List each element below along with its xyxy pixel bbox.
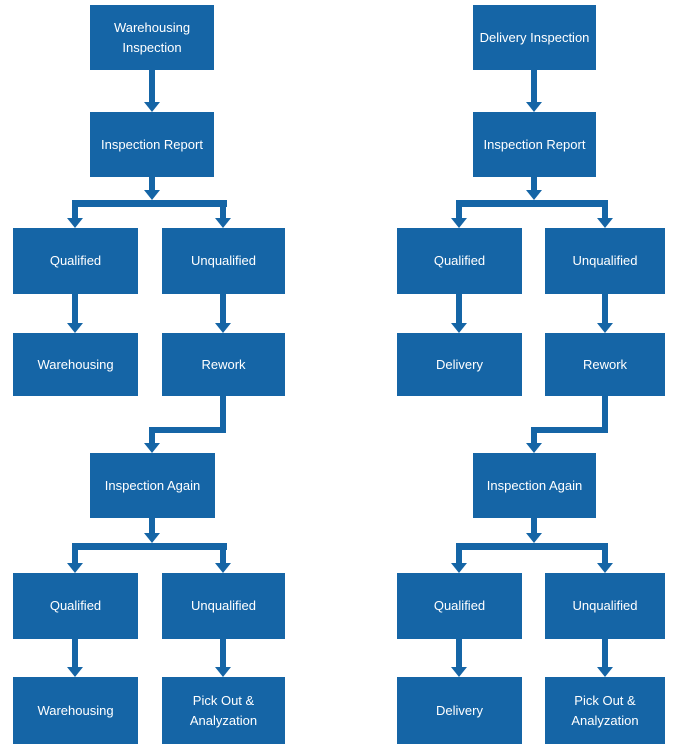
left-arrow-report-to-branch-head	[144, 190, 160, 200]
right-arrow-qualified1-head	[451, 323, 467, 333]
right-elbow-rework-vertical	[602, 396, 608, 433]
right-node-unqualified-2: Unqualified	[545, 573, 665, 639]
left-node-qualified-2: Qualified	[13, 573, 138, 639]
right-node-inspection-report: Inspection Report	[473, 112, 596, 177]
right-branch-drop-qualified-shaft	[456, 207, 462, 218]
left-branch-drop-qualified-shaft	[72, 207, 78, 218]
right-arrow-qualified2-head	[451, 667, 467, 677]
left-branch-drop-unqualified-shaft	[220, 207, 226, 218]
right-arrow-unqualified1-shaft	[602, 294, 608, 323]
right-arrow-root-to-report-head	[526, 102, 542, 112]
left-arrow-unqualified2-head	[215, 667, 231, 677]
left-arrow-report-to-branch-shaft	[149, 177, 155, 190]
left-arrow-qualified2-shaft	[72, 639, 78, 667]
left-branch-drop-unqualified-head	[215, 218, 231, 228]
right-branch-drop-unqualified-head	[597, 218, 613, 228]
right-branch2-drop-unqualified-shaft	[602, 550, 608, 563]
right-node-delivery-2: Delivery	[397, 677, 522, 744]
right-arrow-unqualified2-head	[597, 667, 613, 677]
right-elbow-rework-down-shaft	[531, 433, 537, 443]
left-arrow-unqualified1-shaft	[220, 294, 226, 323]
right-node-qualified-2: Qualified	[397, 573, 522, 639]
left-branch-bar-1	[72, 200, 227, 207]
left-branch-bar-2	[72, 543, 227, 550]
left-branch-drop-qualified-head	[67, 218, 83, 228]
right-node-delivery-1: Delivery	[397, 333, 522, 396]
left-node-rework: Rework	[162, 333, 285, 396]
left-arrow-again-to-branch-head	[144, 533, 160, 543]
left-node-qualified-1: Qualified	[13, 228, 138, 294]
left-arrow-qualified1-shaft	[72, 294, 78, 323]
left-node-unqualified-2: Unqualified	[162, 573, 285, 639]
left-branch2-drop-qualified-head	[67, 563, 83, 573]
right-branch-drop-qualified-head	[451, 218, 467, 228]
left-arrow-again-to-branch-shaft	[149, 518, 155, 533]
left-elbow-rework-down-shaft	[149, 433, 155, 443]
right-branch-drop-unqualified-shaft	[602, 207, 608, 218]
left-node-warehousing-inspection: Warehousing Inspection	[90, 5, 214, 70]
left-node-warehousing-1: Warehousing	[13, 333, 138, 396]
left-arrow-unqualified2-shaft	[220, 639, 226, 667]
right-arrow-unqualified1-head	[597, 323, 613, 333]
left-node-inspection-again: Inspection Again	[90, 453, 215, 518]
right-arrow-qualified2-shaft	[456, 639, 462, 667]
left-elbow-rework-down-head	[144, 443, 160, 453]
left-node-pick-out-analyzation: Pick Out & Analyzation	[162, 677, 285, 744]
right-node-rework: Rework	[545, 333, 665, 396]
left-arrow-qualified1-head	[67, 323, 83, 333]
right-arrow-root-to-report-shaft	[531, 70, 537, 102]
right-node-unqualified-1: Unqualified	[545, 228, 665, 294]
right-node-qualified-1: Qualified	[397, 228, 522, 294]
right-arrow-report-to-branch-head	[526, 190, 542, 200]
left-node-inspection-report: Inspection Report	[90, 112, 214, 177]
right-arrow-again-to-branch-shaft	[531, 518, 537, 533]
left-arrow-unqualified1-head	[215, 323, 231, 333]
left-elbow-rework-vertical	[220, 396, 226, 433]
right-arrow-unqualified2-shaft	[602, 639, 608, 667]
left-node-unqualified-1: Unqualified	[162, 228, 285, 294]
right-node-delivery-inspection: Delivery Inspection	[473, 5, 596, 70]
right-arrow-again-to-branch-head	[526, 533, 542, 543]
left-branch2-drop-unqualified-shaft	[220, 550, 226, 563]
right-branch-bar-1	[456, 200, 608, 207]
left-arrow-qualified2-head	[67, 667, 83, 677]
left-node-warehousing-2: Warehousing	[13, 677, 138, 744]
right-branch2-drop-unqualified-head	[597, 563, 613, 573]
right-elbow-rework-horizontal	[531, 427, 608, 433]
right-node-pick-out-analyzation: Pick Out & Analyzation	[545, 677, 665, 744]
left-arrow-root-to-report-head	[144, 102, 160, 112]
right-arrow-qualified1-shaft	[456, 294, 462, 323]
left-elbow-rework-horizontal	[149, 427, 226, 433]
left-branch2-drop-qualified-shaft	[72, 550, 78, 563]
right-elbow-rework-down-head	[526, 443, 542, 453]
right-branch-bar-2	[456, 543, 608, 550]
right-arrow-report-to-branch-shaft	[531, 177, 537, 190]
right-branch2-drop-qualified-shaft	[456, 550, 462, 563]
right-node-inspection-again: Inspection Again	[473, 453, 596, 518]
left-branch2-drop-unqualified-head	[215, 563, 231, 573]
right-branch2-drop-qualified-head	[451, 563, 467, 573]
left-arrow-root-to-report-shaft	[149, 70, 155, 102]
